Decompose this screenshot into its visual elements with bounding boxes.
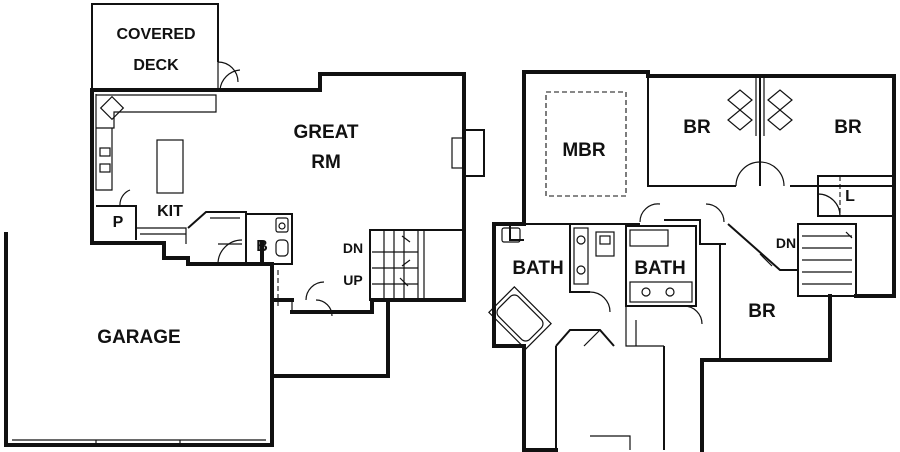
upper-hall — [664, 203, 798, 360]
bedroom-3-label: BR — [834, 117, 862, 138]
bath-1 — [488, 224, 615, 350]
upper-bedrooms-top — [647, 76, 894, 187]
great-room-label-line2: RM — [311, 152, 341, 173]
great-room-label-line1: GREAT — [293, 122, 358, 143]
kitchen-label: KIT — [157, 203, 183, 220]
garage-label: GARAGE — [97, 327, 180, 348]
main-stairs — [369, 229, 465, 301]
pantry-label: P — [113, 214, 124, 231]
linen-label: L — [845, 188, 855, 205]
kitchen-hall — [136, 211, 293, 265]
stairs-up-label: UP — [343, 272, 362, 288]
stairs-down-label: DN — [343, 240, 363, 256]
kitchen-counters — [95, 94, 217, 240]
upper-stairs — [797, 223, 857, 297]
fireplace — [451, 129, 485, 177]
bath-2 — [595, 225, 703, 347]
upper-house-walls — [492, 70, 896, 452]
bath-1-label: BATH — [512, 258, 563, 279]
tray-ceiling — [545, 91, 627, 197]
master-bedroom-label: MBR — [562, 140, 606, 161]
garage-room — [4, 232, 274, 447]
master-bedroom — [524, 91, 661, 225]
bedroom-2-label: BR — [683, 117, 711, 138]
main-house-walls — [90, 69, 485, 314]
bedroom-4-label: BR — [748, 301, 776, 322]
covered-deck-label-line2: DECK — [133, 57, 179, 74]
kitchen-island — [156, 139, 184, 194]
covered-deck-room — [91, 3, 239, 90]
covered-deck-label-line1: COVERED — [116, 26, 195, 43]
upper-floor-plan: MBR BR BR BR BATH BATH L DN — [488, 70, 896, 452]
main-floor-plan: COVERED DECK GREAT RM KIT P B DN UP GARA… — [4, 3, 485, 447]
small-bath-label: B — [256, 238, 268, 255]
bath-2-label: BATH — [634, 258, 685, 279]
linen-closet — [817, 175, 895, 217]
upper-stairs-down-label: DN — [776, 235, 796, 251]
